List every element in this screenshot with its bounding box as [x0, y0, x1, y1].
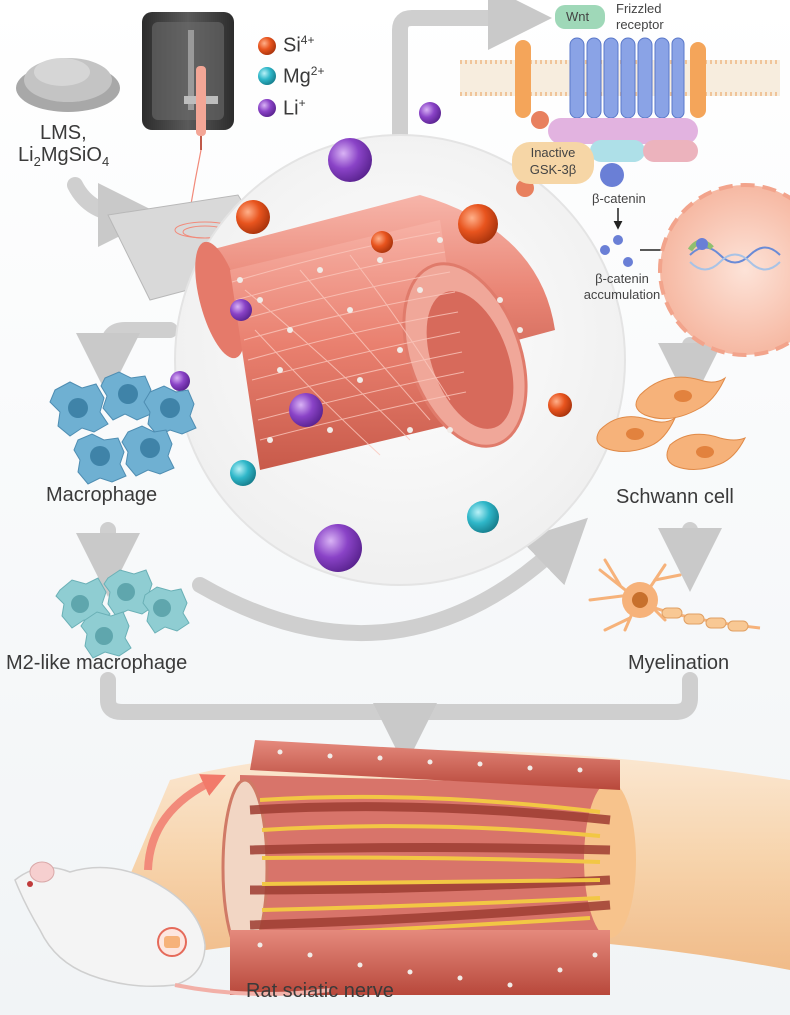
myelinated-neuron — [588, 558, 761, 632]
legend-mg-marker — [258, 67, 276, 85]
accumulation-line2: accumulation — [583, 287, 661, 302]
m2-nuclei — [71, 583, 171, 645]
membrane-proteins — [515, 40, 706, 118]
frizzled-receptor — [569, 37, 685, 119]
inactive-gsk3b-box — [512, 142, 594, 184]
nucleus — [658, 183, 790, 357]
flow-arrows — [67, 0, 722, 767]
myelination-label: Myelination — [628, 652, 730, 674]
beta-catenin-protein — [600, 163, 624, 187]
legend-li-marker — [258, 99, 276, 117]
legend-si-label: Si4+ — [283, 33, 315, 57]
inactive-label: Inactive — [530, 145, 576, 160]
schwann-cell-label: Schwann cell — [616, 486, 734, 508]
wnt-ligand — [555, 5, 605, 29]
beta-catenin-label: β-catenin — [592, 191, 646, 206]
cell-membrane — [460, 60, 780, 96]
macrophage-nuclei — [68, 384, 180, 466]
schwann-cells — [596, 376, 747, 470]
legend-markers — [258, 37, 276, 117]
macrophage-label: Macrophage — [46, 484, 158, 506]
rat-illustration — [14, 774, 331, 996]
legend-mg-label: Mg2+ — [283, 64, 325, 88]
nerve-conduit-illustration — [90, 740, 790, 995]
material-formula: Li2MgSiO4 — [18, 144, 110, 169]
wnt-label: Wnt — [566, 9, 590, 24]
material-name: LMS, — [40, 122, 87, 144]
rat-sciatic-nerve-label: Rat sciatic nerve — [246, 980, 394, 1002]
receptor-label: receptor — [616, 17, 664, 32]
intracellular-complex — [512, 111, 698, 197]
accumulation-line1: β-catenin — [595, 271, 649, 286]
lms-powder — [16, 58, 120, 112]
legend-si-marker — [258, 37, 276, 55]
m2-macrophage-label: M2-like macrophage — [6, 652, 188, 674]
gsk3b-label: GSK-3β — [529, 162, 577, 177]
floating-ions — [170, 102, 572, 572]
legend-li-label: Li+ — [283, 96, 306, 120]
frizzled-label: Frizzled — [616, 1, 662, 16]
